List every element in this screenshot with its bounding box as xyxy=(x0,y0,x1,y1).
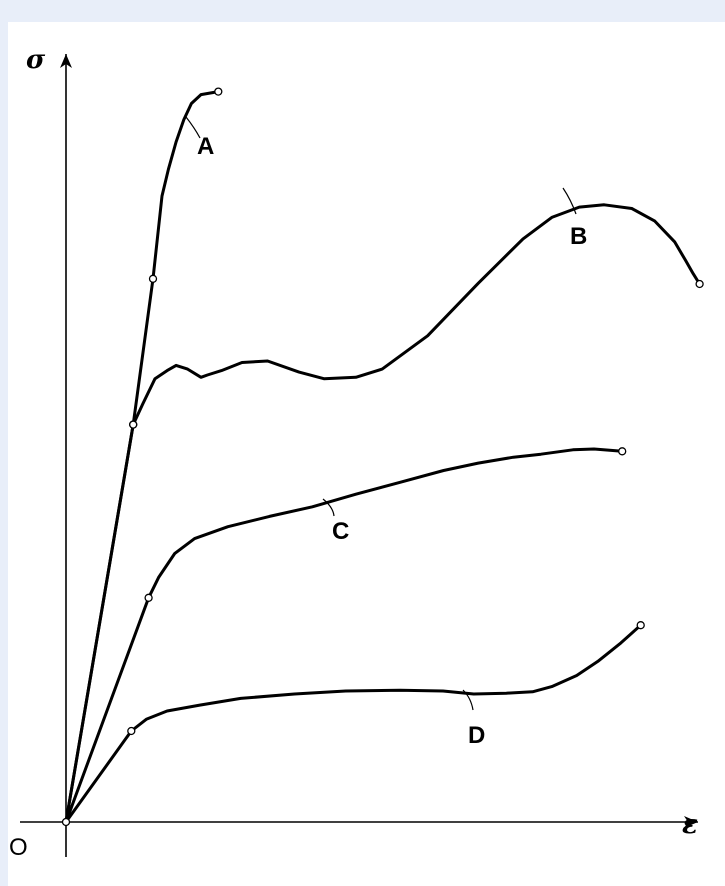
axes: σ ε O xyxy=(9,45,698,861)
marker-b-1 xyxy=(129,420,138,429)
curves xyxy=(64,90,702,824)
leader-line-d xyxy=(462,689,474,711)
stress-strain-chart: σ ε O A B C D xyxy=(9,45,704,861)
marker-d-2 xyxy=(636,621,645,630)
x-axis-label: ε xyxy=(682,810,698,840)
marker-origin xyxy=(61,817,71,827)
marker-c-2 xyxy=(618,447,627,456)
curve-a xyxy=(64,90,220,824)
x-axis-arrowhead xyxy=(684,816,698,828)
marker-a-2 xyxy=(148,274,158,283)
curve-b xyxy=(64,203,702,824)
curve-label-a: A xyxy=(197,133,214,160)
marker-c-1 xyxy=(144,593,153,602)
leader-line-a xyxy=(185,116,201,139)
point-markers xyxy=(61,87,704,827)
curve-label-b: B xyxy=(570,223,587,250)
y-axis-arrowhead xyxy=(60,54,72,68)
marker-a-3 xyxy=(214,87,223,96)
origin-label: O xyxy=(9,834,28,861)
y-axis-label: σ xyxy=(26,45,46,75)
chart-frame: σ ε O A B C D xyxy=(8,22,725,886)
leader-line-c xyxy=(322,498,335,517)
curve-labels: A B C D xyxy=(185,116,587,749)
leader-line-b xyxy=(562,187,577,215)
curve-d xyxy=(64,623,643,824)
curve-label-d: D xyxy=(468,722,485,749)
marker-d-1 xyxy=(127,726,136,736)
curve-c xyxy=(64,447,624,824)
curve-label-c: C xyxy=(332,518,349,545)
marker-b-2 xyxy=(695,279,704,289)
